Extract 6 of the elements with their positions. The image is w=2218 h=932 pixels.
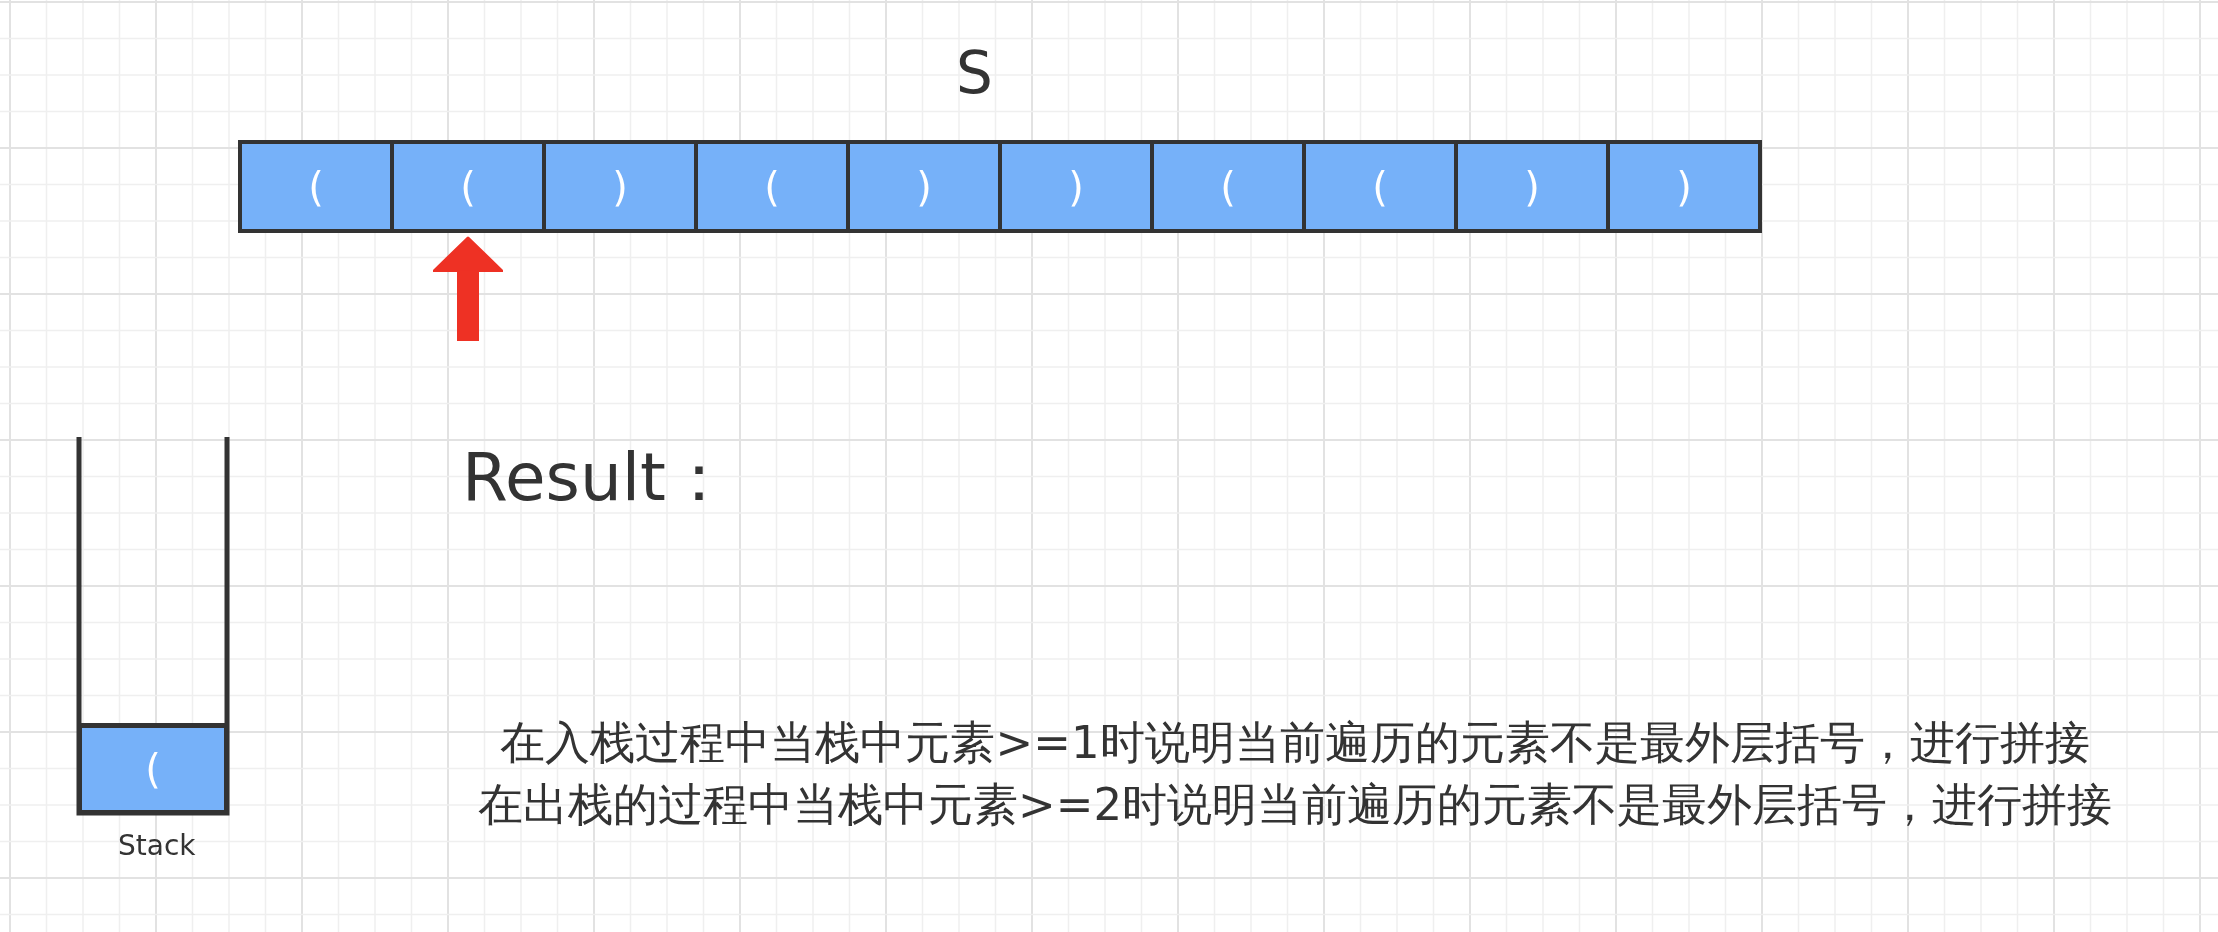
result-heading: Result：: [462, 438, 732, 517]
stack-label: Stack: [118, 829, 196, 863]
pointer-arrow: [431, 236, 505, 341]
note-text: 在入栈过程中当栈中元素>=1时说明当前遍历的元素不是最外层括号，进行拼接: [500, 716, 2090, 770]
array-title: S: [956, 40, 993, 106]
note-text: 在出栈的过程中当栈中元素>=2时说明当前遍历的元素不是最外层括号，进行拼接: [478, 778, 2112, 832]
